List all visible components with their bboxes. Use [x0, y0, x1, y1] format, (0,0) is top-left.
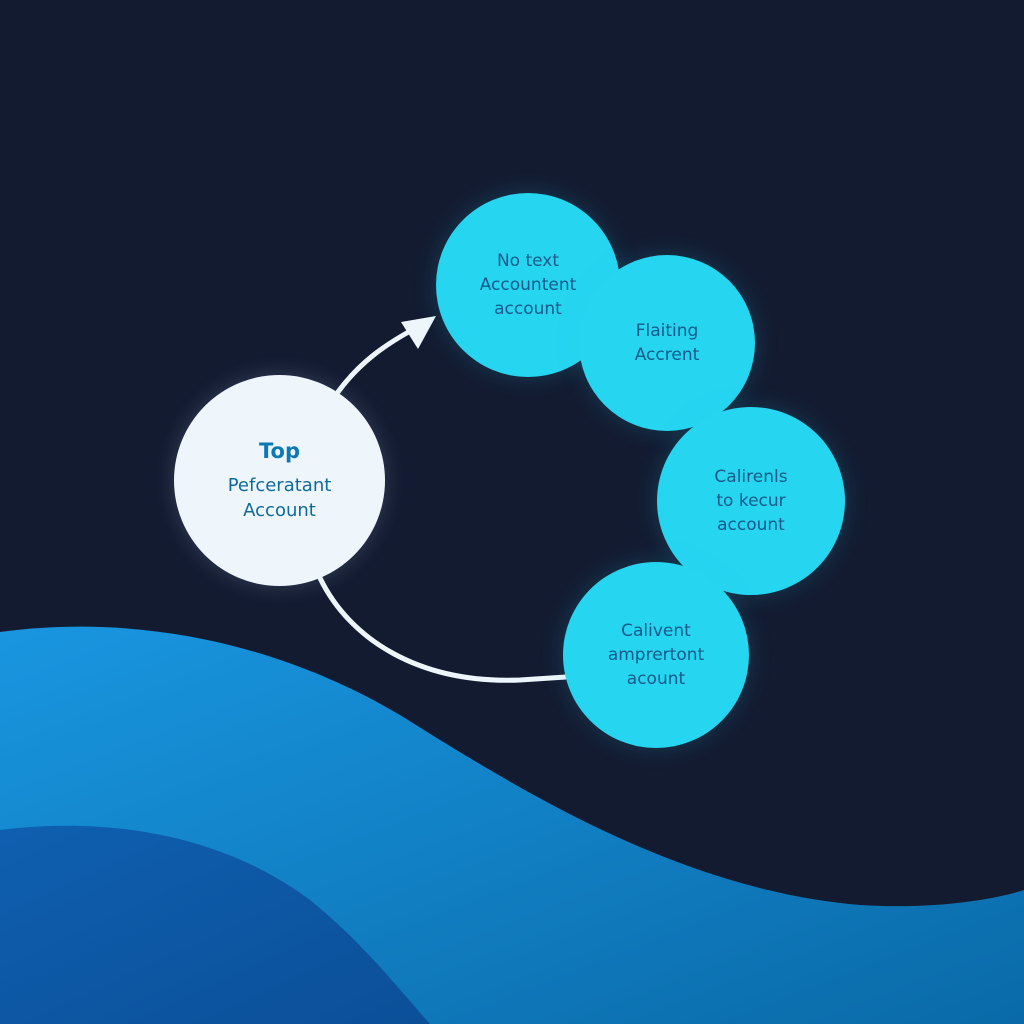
node-2-line-2: Accrent: [634, 345, 700, 365]
main-node-line-2: Account: [243, 499, 316, 521]
node-2-line-1: Flaiting: [635, 321, 699, 341]
main-node-title: Top: [259, 438, 300, 463]
node-4: Calivent amprertont acount: [563, 562, 749, 748]
node-1-line-1: No text: [496, 251, 560, 271]
node-1-line-3: account: [494, 299, 562, 319]
node-3-line-3: account: [717, 515, 785, 535]
arrowhead-icon: [401, 316, 436, 349]
node-3-line-2: to kecur: [716, 491, 786, 511]
connector-curve-bottom: [317, 575, 569, 683]
node-3: Calirenls to kecur account: [657, 407, 845, 595]
node-1-line-2: Accountent: [479, 275, 577, 295]
connector-arrow-up: [335, 327, 415, 395]
main-node: Top Pefceratant Account: [174, 375, 385, 586]
main-node-line-1: Pefceratant: [227, 474, 332, 496]
wave-front: [0, 825, 430, 1024]
node-4-line-1: Calivent: [621, 621, 691, 641]
node-3-line-1: Calirenls: [714, 467, 788, 487]
node-4-line-3: acount: [626, 669, 686, 689]
node-2: Flaiting Accrent: [579, 255, 755, 431]
node-4-line-2: amprertont: [607, 645, 705, 665]
